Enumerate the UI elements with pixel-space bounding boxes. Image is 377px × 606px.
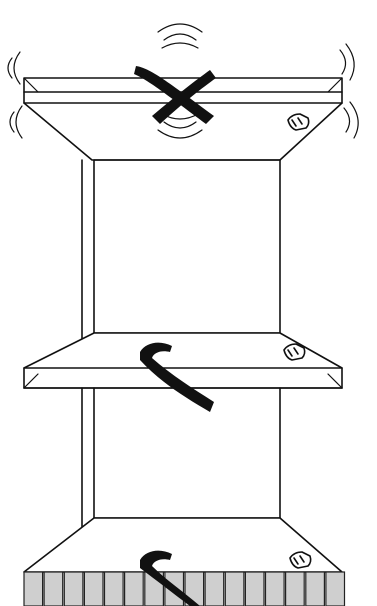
vibration-arc (15, 105, 23, 139)
edge-tile (305, 571, 325, 606)
cross-mark (134, 66, 216, 124)
top-edge-bevel-left (23, 77, 39, 93)
check-mark (140, 550, 200, 606)
vibration-arc (163, 33, 197, 41)
edge-tile (103, 571, 124, 606)
vibration-arc (157, 23, 203, 33)
edge-tile (244, 571, 265, 606)
edge-tile (264, 571, 285, 606)
edge-tile (63, 571, 84, 606)
plug-icon (289, 551, 312, 569)
vibration-arc (345, 43, 355, 81)
middle-surface (23, 332, 343, 389)
edge-tile (43, 571, 64, 606)
vibration-arc (157, 129, 203, 139)
edge-tile (285, 571, 305, 606)
vibration-lines (7, 23, 359, 139)
plug-icon (287, 113, 310, 131)
vibration-arc (9, 111, 15, 133)
vibration-arc (13, 51, 21, 85)
check-stroke (140, 342, 214, 412)
top-edge-bevel-right (327, 77, 343, 93)
vibration-arc (349, 101, 359, 139)
lower-wall (81, 387, 281, 531)
middle-edge-bevel-left (23, 373, 39, 389)
vibration-arc (343, 107, 351, 133)
tile-row (23, 571, 346, 606)
edge-tile (23, 571, 44, 606)
bottom-surface (23, 517, 343, 573)
edge-tile (123, 571, 144, 606)
check-stroke (140, 550, 200, 606)
cross-stroke-a (134, 66, 214, 124)
upper-wall (81, 159, 281, 346)
edge-tile (204, 571, 225, 606)
vibration-arc (163, 121, 197, 129)
vibration-arc (161, 42, 199, 49)
plug-icon (283, 343, 306, 361)
middle-level (23, 332, 343, 389)
edge-tile (224, 571, 245, 606)
edge-tile (325, 571, 346, 606)
bottom-level (23, 517, 343, 573)
vibration-arc (7, 57, 13, 79)
cross-stroke-b (152, 70, 216, 124)
middle-edge-bevel-right (327, 373, 343, 389)
check-mark (140, 342, 214, 412)
edge-tile (83, 571, 104, 606)
vibration-arc (339, 49, 347, 75)
